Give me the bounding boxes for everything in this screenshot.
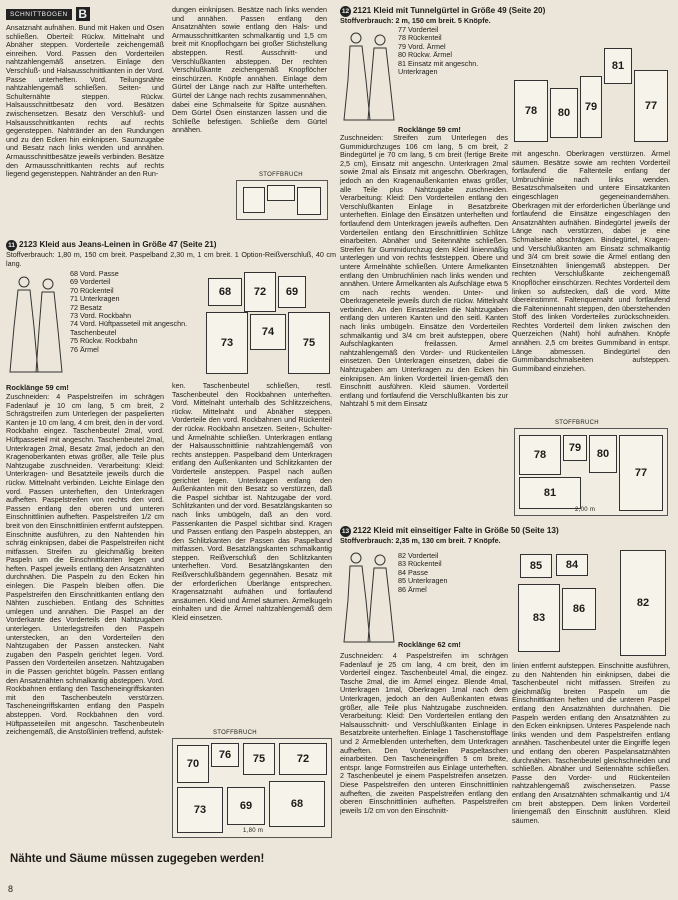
section-badge-13: 13 <box>340 526 351 537</box>
dress-2122-title: 2122 Kleid mit einseitiger Falte in Größ… <box>353 526 559 535</box>
section-letter: B <box>75 7 90 21</box>
dress-2123-title: 2123 Kleid aus Jeans-Leinen in Größe 47 … <box>19 240 217 249</box>
dress-2123-parts: 68 Vord. Passe 69 Vorderteil 70 Rückente… <box>70 269 188 354</box>
dress-2123-text-right: ken. Taschenbeutel schließen, restl. Tas… <box>172 382 332 623</box>
dress-2122-text-left: Zuschneiden: 4 Paspelstreifen im schräge… <box>340 652 508 815</box>
section-header: SCHNITTBOGEN B <box>6 6 90 22</box>
dress-2123-pattern-pieces: 68 72 69 73 74 75 <box>206 270 334 378</box>
pattern-layout-2123: STOFFBRUCH 70 76 75 72 73 69 68 1,80 m <box>172 730 332 838</box>
dress-2122-pattern-pieces: 85 84 83 86 82 <box>510 548 670 658</box>
dress-2121-pattern-pieces: 78 80 79 81 77 <box>508 30 668 146</box>
pattern-layout-2121: STOFFBRUCH 78 79 80 77 81 2,00 m <box>514 420 668 516</box>
dress-2121-stoff: Stoffverbrauch: 2 m, 150 cm breit. 5 Knö… <box>340 16 491 25</box>
dress-2122-parts: 82 Vorderteil 83 Rückenteil 84 Passe 85 … <box>398 551 448 594</box>
figure-dress-2121-icon <box>343 32 395 121</box>
figure-dress-2122-icon <box>343 552 395 643</box>
dress-2121-length: Rocklänge 59 cm! <box>398 125 461 134</box>
dress-2122-stoff: Stoffverbrauch: 2,35 m, 130 cm breit. 7 … <box>340 536 501 545</box>
figure-dress-2123-icon <box>9 276 63 373</box>
dress-2123-text-left: Zuschneiden: 4 Paspelstreifen im schräge… <box>6 393 164 737</box>
dress-2123-stoff: Stoffverbrauch: 1,80 m, 150 cm breit. Pa… <box>6 250 336 268</box>
col1-top-text: Ansatznaht aufnähen. Bund mit Haken und … <box>6 24 164 179</box>
section-badge-11: 11 <box>6 240 17 251</box>
dress-2122-length: Rocklänge 62 cm! <box>398 640 461 649</box>
dress-2121-title: 2121 Kleid mit Tunnelgürtel in Größe 49 … <box>353 6 546 15</box>
dress-2121-parts: 77 Vorderteil 78 Rückenteil 79 Vord. Ärm… <box>398 25 479 77</box>
pattern-layout-small: STOFFBRUCH <box>236 172 328 220</box>
page-number: 8 <box>8 884 14 894</box>
col2-top-text: dungen einknipsen. Besätze nach links we… <box>172 6 327 135</box>
dress-2121-text-left: Zuschneiden: Streifen zum Unterlegen des… <box>340 134 508 409</box>
section-badge-12: 12 <box>340 6 351 17</box>
dress-2121-text-right: mit angeschn. Oberkragen verstürzen. Ärm… <box>512 150 670 373</box>
seam-allowance-note: Nähte und Säume müssen zugegeben werden! <box>10 853 265 865</box>
section-tag: SCHNITTBOGEN <box>6 8 72 20</box>
dress-2123-length: Rocklänge 59 cm! <box>6 383 69 392</box>
dress-2122-text-right: linien entfernt aufsteppen. Einschnitte … <box>512 662 670 825</box>
